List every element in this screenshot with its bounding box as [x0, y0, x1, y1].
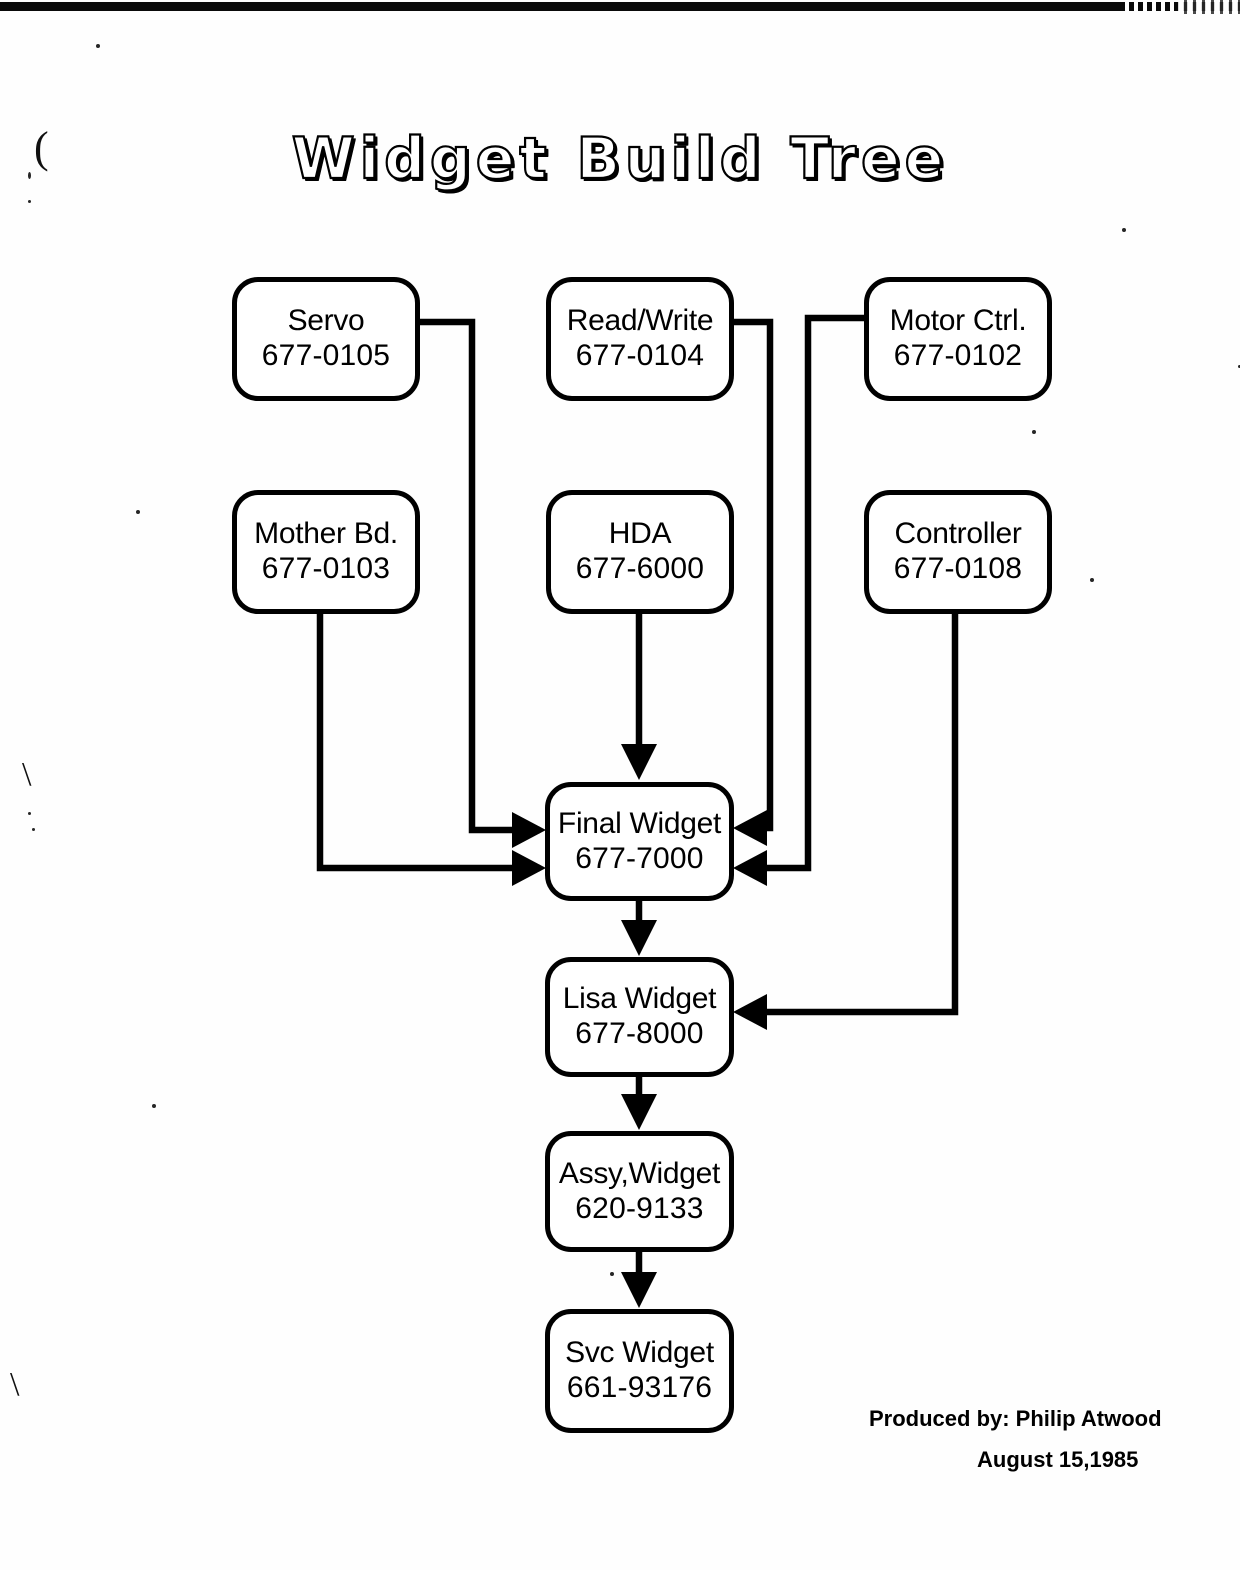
node-lisa-widget-part: 677-8000 [575, 1017, 704, 1050]
edge-motorctrl-to-final [745, 314, 872, 872]
arrowhead-controller-lisa [733, 994, 767, 1030]
node-motorctrl[interactable]: Motor Ctrl. 677-0102 [864, 277, 1052, 401]
node-controller-part: 677-0108 [893, 552, 1023, 585]
node-svc-widget-part: 661-93176 [566, 1371, 713, 1404]
node-svc-widget-label: Svc Widget [565, 1336, 714, 1370]
node-assy-widget-part: 620-9133 [575, 1191, 704, 1225]
node-hda-label: HDA [608, 517, 672, 551]
dust-speck [96, 44, 100, 48]
dust-speck [1032, 430, 1036, 434]
margin-mark-top-left: ( [34, 123, 49, 172]
arrowhead-lisa-assy [621, 1094, 657, 1130]
node-readwrite-part: 677-0104 [575, 339, 705, 372]
node-controller[interactable]: Controller 677-0108 [864, 490, 1052, 614]
node-assy-widget-label: Assy,Widget [558, 1156, 721, 1190]
node-motherbd[interactable]: Mother Bd. 677-0103 [232, 490, 420, 614]
node-motorctrl-label: Motor Ctrl. [889, 304, 1027, 338]
node-hda[interactable]: HDA 677-6000 [546, 490, 734, 614]
node-servo[interactable]: Servo 677-0105 [232, 277, 420, 401]
edge-motherbd-to-final [316, 614, 540, 872]
node-controller-label: Controller [894, 517, 1022, 551]
node-hda-part: 677-6000 [575, 552, 705, 585]
node-servo-label: Servo [287, 304, 365, 338]
document-date: August 15,1985 [977, 1447, 1139, 1472]
arrowhead-assy-svc [621, 1272, 657, 1308]
dust-speck [1090, 578, 1094, 582]
node-motorctrl-part: 677-0102 [893, 339, 1023, 372]
arrowhead-final-lisa [621, 920, 657, 956]
dust-speck [610, 1272, 614, 1276]
node-lisa-widget[interactable]: Lisa Widget 677-8000 [545, 957, 734, 1077]
arrowhead-servo-final [512, 812, 546, 848]
scan-edge-artifact [0, 2, 1240, 11]
node-servo-part: 677-0105 [261, 339, 391, 372]
margin-mark-mid-left: \ [22, 756, 32, 793]
dust-speck [136, 510, 140, 514]
arrowhead-hda-final [621, 744, 657, 780]
node-final-widget[interactable]: Final Widget 677-7000 [545, 782, 734, 901]
dust-speck [28, 812, 31, 815]
scan-edge-dashes-right [1178, 0, 1240, 14]
edge-servo-to-final [418, 318, 540, 834]
page-title: Widget Build Tree [291, 125, 949, 193]
edge-readwrite-to-final [734, 318, 774, 832]
dust-speck [1238, 365, 1240, 368]
node-motherbd-part: 677-0103 [261, 552, 391, 585]
node-final-widget-part: 677-7000 [575, 841, 704, 875]
dust-speck [28, 200, 31, 203]
dust-speck [1122, 228, 1126, 232]
margin-mark-low-left: \ [10, 1366, 20, 1403]
node-lisa-widget-label: Lisa Widget [562, 982, 717, 1016]
node-motherbd-label: Mother Bd. [254, 517, 398, 551]
produced-by-text: Produced by: Philip Atwood [869, 1406, 1162, 1431]
node-readwrite-label: Read/Write [566, 304, 714, 338]
dust-speck [28, 172, 31, 179]
arrowhead-motorctrl-final [733, 850, 767, 886]
node-final-widget-label: Final Widget [557, 806, 722, 840]
node-assy-widget[interactable]: Assy,Widget 620-9133 [545, 1131, 734, 1252]
edge-controller-to-lisa [745, 614, 959, 1016]
dust-speck [152, 1104, 156, 1108]
dust-speck [32, 828, 35, 831]
node-svc-widget[interactable]: Svc Widget 661-93176 [545, 1309, 734, 1433]
arrowhead-motherbd-final [512, 850, 546, 886]
arrowhead-readwrite-final [733, 810, 767, 846]
node-readwrite[interactable]: Read/Write 677-0104 [546, 277, 734, 401]
